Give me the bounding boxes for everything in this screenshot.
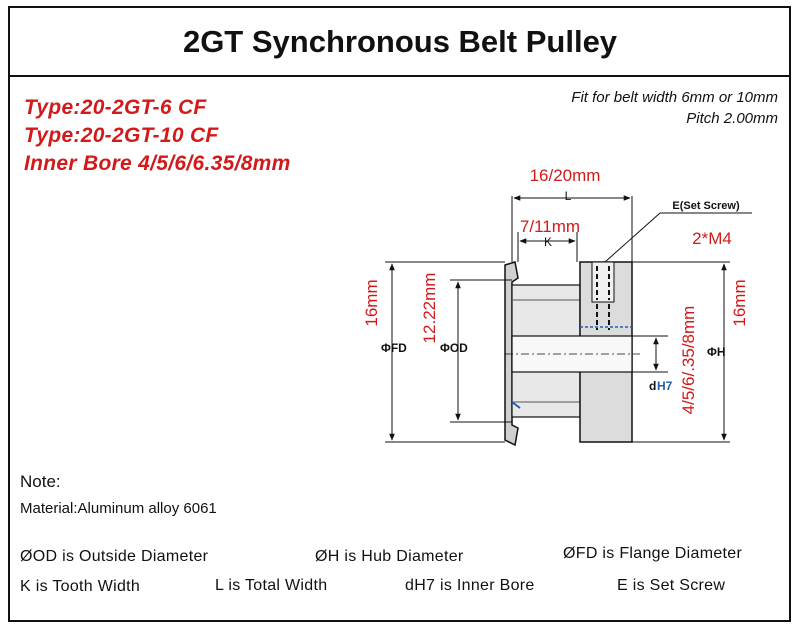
type-line-6: Type:20-2GT-6 CF xyxy=(24,96,207,119)
od-symbol: ΦOD xyxy=(440,341,468,355)
pitch-spec: Pitch 2.00mm xyxy=(686,110,778,127)
diagram-frame xyxy=(8,6,791,622)
flange-height-value: 16mm xyxy=(362,279,381,326)
dim-inner-bore: 4/5/6/.35/8mm d H7 xyxy=(632,306,698,415)
outside-dia-value: 12.22mm xyxy=(420,273,439,344)
legend-dh7: dH7 is Inner Bore xyxy=(405,577,535,594)
dim-total-width: 16/20mm L xyxy=(511,166,633,262)
h-symbol: ΦH xyxy=(707,345,726,359)
page-title: 2GT Synchronous Belt Pulley xyxy=(182,24,618,59)
fd-symbol: ΦFD xyxy=(381,341,407,355)
legend-l: L is Total Width xyxy=(215,577,328,594)
total-width-symbol: L xyxy=(565,189,572,203)
belt-width-spec: Fit for belt width 6mm or 10mm xyxy=(571,89,778,106)
set-screw-label: E(Set Screw) xyxy=(672,200,740,212)
bore-symbol-d: d xyxy=(649,379,656,393)
legend-k: K is Tooth Width xyxy=(20,578,141,595)
legend-e: E is Set Screw xyxy=(617,577,726,594)
title-divider xyxy=(8,75,791,77)
set-screw-value: 2*M4 xyxy=(692,229,732,248)
total-width-value: 16/20mm xyxy=(530,166,601,185)
bore-sizes-value: 4/5/6/.35/8mm xyxy=(679,306,698,415)
dim-tooth-width: 7/11mm K xyxy=(517,217,580,262)
material-note: Material:Aluminum alloy 6061 xyxy=(20,500,217,517)
dim-hub-diameter: 16mm ΦH xyxy=(632,261,749,443)
legend-h: ØH is Hub Diameter xyxy=(315,548,464,565)
dim-outside-diameter: 12.22mm ΦOD xyxy=(420,273,512,423)
pulley-cross-section xyxy=(504,261,640,447)
tooth-width-value: 7/11mm xyxy=(520,217,580,236)
inner-bore-line: Inner Bore 4/5/6/6.35/8mm xyxy=(24,152,291,175)
set-screw-callout: E(Set Screw) 2*M4 xyxy=(604,200,752,263)
set-screw xyxy=(591,261,615,303)
type-line-10: Type:20-2GT-10 CF xyxy=(24,124,219,147)
tooth-width-symbol: K xyxy=(544,235,552,249)
legend-od: ØOD is Outside Diameter xyxy=(20,548,209,565)
note-title: Note: xyxy=(20,472,61,491)
hub-height-value: 16mm xyxy=(730,279,749,326)
dim-flange-diameter: 16mm ΦFD xyxy=(362,261,505,443)
legend-fd: ØFD is Flange Diameter xyxy=(563,545,743,562)
bore-symbol-h7: H7 xyxy=(657,379,673,393)
